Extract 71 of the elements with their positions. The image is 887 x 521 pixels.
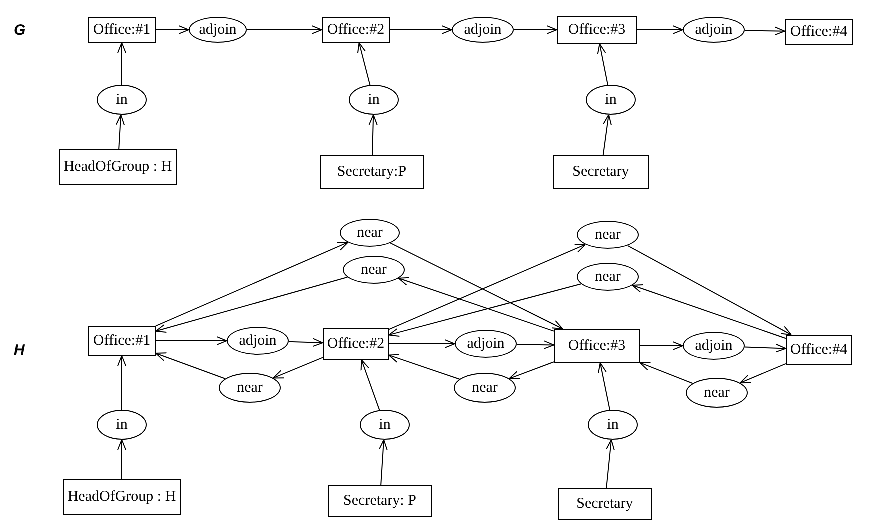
concept-box: HeadOfGroup : H [59,149,177,185]
arrow [598,362,610,411]
arrow [606,440,615,488]
arrow [509,362,554,380]
arrow [378,440,388,486]
concept-box: HeadOfGroup : H [63,479,181,515]
arrow [156,276,348,334]
arrow [388,354,460,380]
arrow [640,362,694,384]
arrow [636,26,684,34]
relation-ellipse: adjoin [683,332,745,360]
arrow [118,42,126,86]
arrow [744,26,786,36]
arrow [640,342,684,350]
relation-ellipse: near [343,256,405,284]
concept-box: Secretary: P [328,485,432,517]
arrow [398,277,554,332]
relation-ellipse: in [349,85,399,115]
arrow [118,356,126,410]
arrow [602,114,612,156]
relation-ellipse: near [340,219,400,247]
arrow [514,26,558,34]
arrow [388,340,456,348]
arrow [246,26,322,34]
relation-ellipse: near [577,263,639,291]
concept-box: Secretary [558,488,652,520]
arrow [388,284,582,337]
arrow [116,114,125,150]
arrow [368,114,378,156]
arrow [390,26,452,34]
relation-ellipse: in [97,410,147,440]
relation-ellipse: adjoin [455,330,517,358]
arrow [357,42,371,86]
concept-box: Office:#3 [557,16,637,44]
concept-box: Office:#4 [786,335,852,365]
arrow [156,242,349,327]
concept-box: Office:#1 [88,17,156,43]
arrow [156,26,190,34]
relation-ellipse: near [577,221,639,249]
concept-box: Office:#1 [88,326,156,356]
concept-box: Office:#2 [322,17,390,43]
relation-ellipse: adjoin [683,17,745,43]
arrow [288,338,324,348]
relation-ellipse: in [586,85,636,115]
arrow [632,284,786,340]
relation-ellipse: near [219,373,281,403]
arrow [360,360,380,411]
arrow [516,340,554,350]
arrow [118,440,126,480]
relation-ellipse: in [97,85,147,115]
relation-ellipse: near [686,378,748,408]
arrow [273,357,324,379]
relation-ellipse: near [454,373,516,403]
relation-ellipse: adjoin [189,17,247,43]
relation-ellipse: adjoin [452,17,514,43]
arrow [627,245,792,336]
concept-box: Secretary:P [320,155,424,189]
graph-label: H [14,342,25,359]
arrow [597,44,608,86]
arrow [744,344,786,353]
relation-ellipse: in [360,410,410,440]
arrow [156,352,226,380]
concept-box: Office:#4 [785,19,853,45]
concept-box: Office:#3 [554,329,640,363]
concept-box: Secretary [553,155,649,189]
concept-box: Office:#2 [323,328,389,360]
relation-ellipse: in [588,410,638,440]
arrow [740,363,786,384]
arrow [156,336,228,346]
graph-label: G [14,22,26,39]
relation-ellipse: adjoin [227,327,289,355]
